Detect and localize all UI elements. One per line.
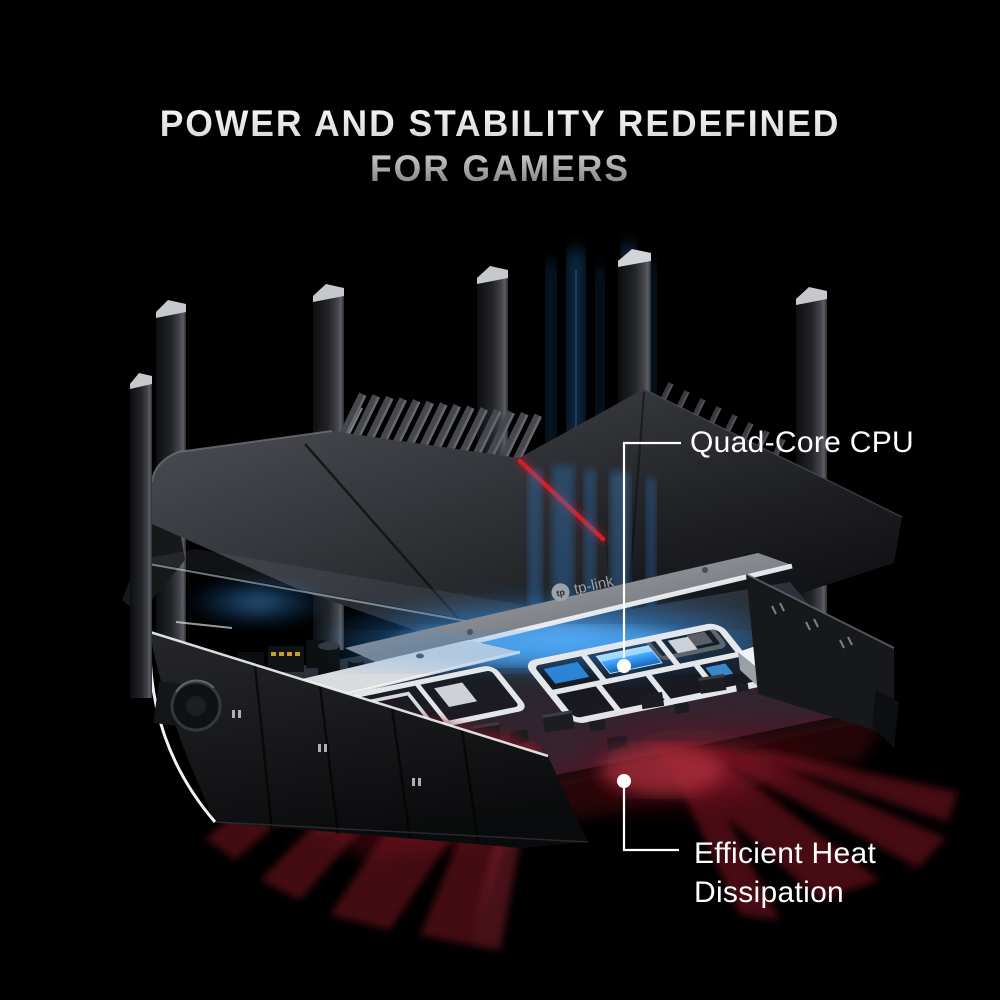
callout-heat-dissipation: Efficient Heat Dissipation: [694, 834, 876, 912]
panel-port-marks: [232, 710, 421, 786]
tp-link-logo-mark: tp: [555, 587, 566, 599]
heat-callout-line: [617, 774, 679, 852]
chip-blue-left: [543, 661, 590, 684]
cpu-callout-line: [617, 441, 681, 673]
front-side-panel: [150, 632, 588, 848]
antenna-front-left: [130, 373, 152, 698]
callout-heat-line-2: Dissipation: [694, 876, 845, 909]
tp-link-logo: tp tp-link: [551, 573, 616, 602]
emi-shield-center: [527, 623, 765, 723]
chip-blue-small: [705, 663, 734, 678]
callout-quad-core-cpu-label: Quad-Core CPU: [690, 426, 914, 459]
heat-marker-dot: [617, 774, 631, 788]
callout-quad-core-cpu: Quad-Core CPU: [690, 426, 914, 460]
antenna-hinge: [153, 679, 222, 732]
rear-wall: [745, 573, 899, 748]
cpu-marker-dot: [617, 659, 631, 673]
heat-rays-right: [562, 720, 958, 920]
callout-heat-line-1: Efficient Heat: [694, 837, 877, 870]
bottom-chassis: [148, 630, 589, 848]
